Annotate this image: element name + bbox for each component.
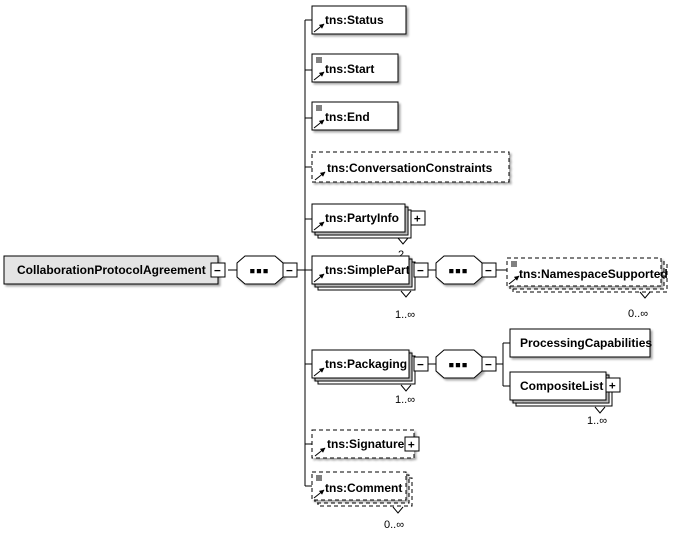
root-sequence-collapse-button[interactable]: − xyxy=(282,262,298,278)
element-processing-capabilities-label: ProcessingCapabilities xyxy=(520,336,652,350)
element-comment-label: tns:Comment xyxy=(325,481,402,495)
packaging-cardinality: 1..∞ xyxy=(395,394,415,406)
svg-text:+: + xyxy=(609,379,616,392)
composite-list-cardinality: 1..∞ xyxy=(587,415,607,427)
element-party-info[interactable]: tns:PartyInfo xyxy=(311,203,412,245)
element-conversation-constraints[interactable]: tns:ConversationConstraints xyxy=(311,151,510,183)
element-simple-part-label: tns:SimplePart xyxy=(325,263,410,277)
simple-part-sequence-compositor[interactable]: ▪▪▪ xyxy=(435,255,483,285)
comment-cardinality: 0..∞ xyxy=(384,519,404,531)
element-party-info-label: tns:PartyInfo xyxy=(325,211,399,225)
packaging-collapse-button[interactable]: − xyxy=(413,356,429,372)
simple-part-sequence-collapse-button[interactable]: − xyxy=(481,262,497,278)
packaging-sequence-compositor[interactable]: ▪▪▪ xyxy=(435,349,483,379)
svg-text:−: − xyxy=(214,264,221,277)
simple-part-cardinality: 1..∞ xyxy=(395,309,415,321)
sequence-symbol: ▪▪▪ xyxy=(249,264,269,277)
element-comment[interactable]: tns:Comment xyxy=(311,471,413,514)
element-namespace-supported[interactable]: tns:NamespaceSupported xyxy=(506,257,668,299)
sequence-symbol: ▪▪▪ xyxy=(448,358,468,371)
element-signature[interactable]: tns:Signature xyxy=(311,429,415,459)
annotation-icon xyxy=(316,105,322,111)
svg-text:−: − xyxy=(485,358,492,371)
root-collapse-button[interactable]: − xyxy=(210,262,226,278)
element-namespace-supported-label: tns:NamespaceSupported xyxy=(519,267,668,281)
signature-expand-button[interactable]: + xyxy=(404,436,420,452)
root-element-label: CollaborationProtocolAgreement xyxy=(17,263,206,277)
packaging-sequence-collapse-button[interactable]: − xyxy=(481,356,497,372)
annotation-icon xyxy=(316,475,322,481)
element-composite-list[interactable]: CompositeList xyxy=(509,371,613,414)
svg-text:−: − xyxy=(485,264,492,277)
svg-text:+: + xyxy=(408,438,415,451)
simple-part-collapse-button[interactable]: − xyxy=(413,262,429,278)
element-composite-list-label: CompositeList xyxy=(520,379,603,393)
element-start[interactable]: tns:Start xyxy=(311,53,399,83)
svg-text:−: − xyxy=(417,264,424,277)
element-conversation-constraints-label: tns:ConversationConstraints xyxy=(327,161,493,175)
party-info-expand-button[interactable]: + xyxy=(410,210,426,226)
element-packaging-label: tns:Packaging xyxy=(325,357,407,371)
sequence-symbol: ▪▪▪ xyxy=(448,264,468,277)
party-info-cardinality: 2 xyxy=(398,249,404,261)
svg-text:−: − xyxy=(286,264,293,277)
namespace-supported-cardinality: 0..∞ xyxy=(628,308,648,320)
annotation-icon xyxy=(511,261,517,267)
element-status[interactable]: tns:Status xyxy=(311,5,407,35)
element-end-label: tns:End xyxy=(325,110,370,124)
element-packaging[interactable]: tns:Packaging xyxy=(311,349,416,392)
annotation-icon xyxy=(316,57,322,63)
root-sequence-compositor[interactable]: ▪▪▪ xyxy=(236,255,284,285)
element-status-label: tns:Status xyxy=(325,13,384,27)
svg-text:−: − xyxy=(417,358,424,371)
root-element[interactable]: CollaborationProtocolAgreement xyxy=(3,255,219,285)
element-start-label: tns:Start xyxy=(325,62,374,76)
element-signature-label: tns:Signature xyxy=(327,437,405,451)
svg-text:+: + xyxy=(414,212,421,225)
element-end[interactable]: tns:End xyxy=(311,101,399,131)
element-processing-capabilities[interactable]: ProcessingCapabilities xyxy=(509,328,652,358)
element-simple-part[interactable]: tns:SimplePart xyxy=(311,255,416,298)
composite-list-expand-button[interactable]: + xyxy=(605,377,621,393)
